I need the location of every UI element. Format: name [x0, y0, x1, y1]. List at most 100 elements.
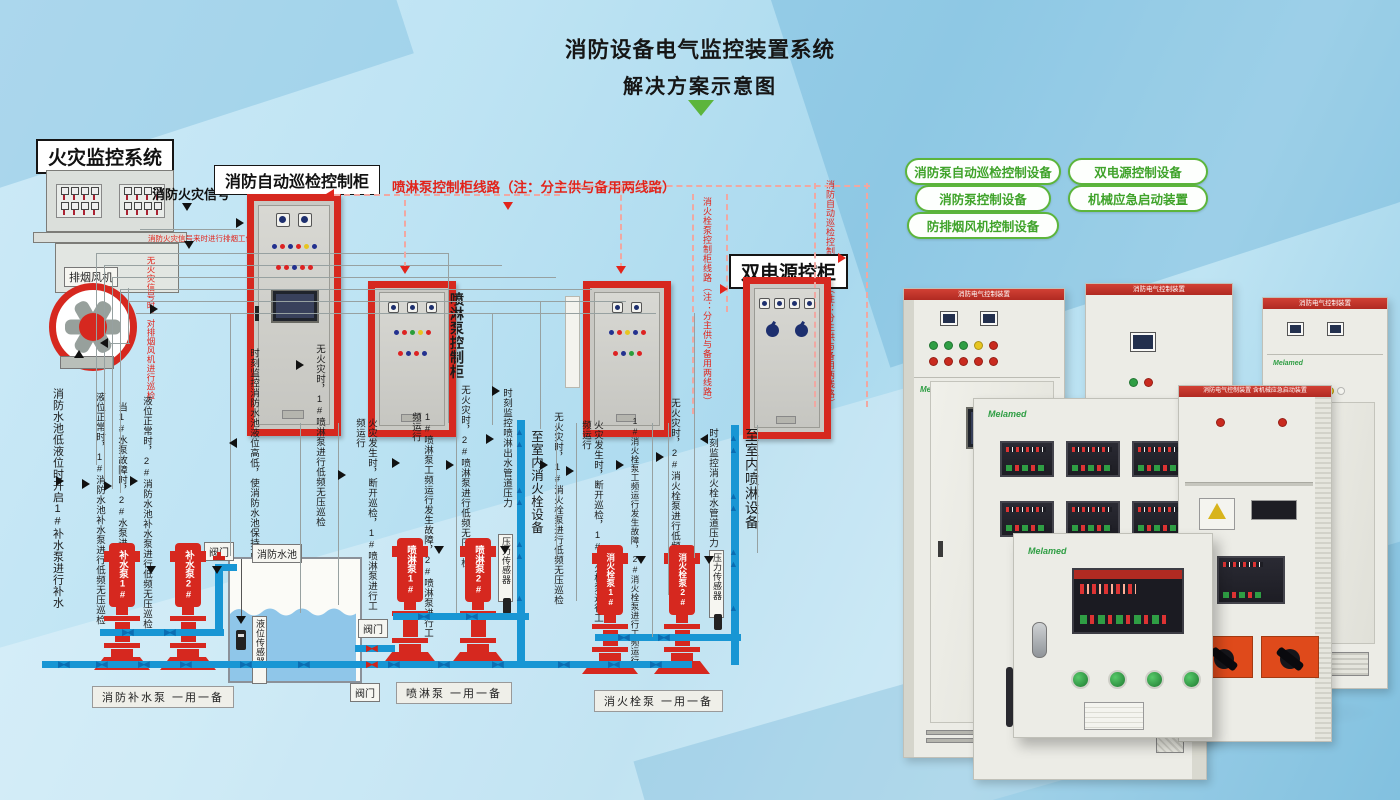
arrow-icon — [236, 218, 244, 228]
pressure-sensor-icon — [503, 598, 511, 614]
info-plate — [1251, 500, 1297, 520]
pipe-arrow-icon: ▲ — [729, 547, 738, 557]
control-line-dashed — [404, 200, 406, 268]
meter-module — [1066, 501, 1120, 537]
fire-signal-label: 消防火灾信号 — [152, 187, 231, 202]
ann-level-ok-1: 液位正常时，1#消防水池补水泵进行低频无压巡检 — [94, 392, 105, 625]
name-plate — [1084, 702, 1144, 730]
hydrant-pump-2: 消火栓泵2# — [654, 545, 710, 674]
connector-line — [757, 425, 758, 553]
spray-caption: 喷淋泵 一用一备 — [396, 682, 513, 704]
led-row — [254, 259, 334, 277]
green-button-icon — [1182, 670, 1201, 689]
arrow-icon — [636, 556, 646, 564]
cabinet-vent — [401, 414, 421, 422]
pipe-arrow-icon: ▲ — [515, 485, 524, 495]
arrow-icon — [150, 304, 158, 314]
hydrant-pump-cabinet — [583, 281, 671, 437]
makeup-pump-2: 补水泵2# — [160, 543, 216, 670]
brand-logo: Melamed — [988, 409, 1027, 419]
cabinet-screen — [940, 311, 958, 326]
red-arrow-icon — [503, 202, 513, 210]
connector-line — [338, 423, 339, 605]
ann-spray2-takeover: 1#喷淋泵工频运行发生故障，2#喷淋泵进行工频运行 — [410, 412, 433, 638]
makeup-pump-1: 补水泵1# — [94, 543, 150, 670]
connector-line — [112, 277, 113, 489]
pump-label: 消火栓泵2# — [677, 553, 688, 607]
ann-spray1-run: 火灾发生时，断开巡检，1#喷淋泵进行工频运行 — [354, 418, 377, 611]
green-button-icon — [1108, 670, 1127, 689]
arrow-icon — [700, 434, 708, 444]
ann-monitor-spray-pipe: 时刻监控喷淋出水管道压力 — [501, 388, 512, 508]
arrow-icon — [616, 460, 624, 470]
pipe-arrow-icon: ▲ — [729, 491, 738, 501]
pump-label: 消火栓泵1# — [605, 553, 616, 607]
led-row — [926, 337, 1001, 355]
cabinet-screen — [1327, 322, 1344, 336]
valve-icon: ▶◀ — [240, 659, 252, 669]
water-pipe — [595, 634, 741, 641]
led-row — [590, 324, 664, 342]
valve-icon: ▶◀ — [138, 659, 150, 669]
photo-cabinet-f: Melamed — [1013, 533, 1213, 738]
control-line-dashed — [620, 185, 622, 269]
pipe-arrow-icon: ▲ — [515, 551, 524, 561]
brand-logo: Melamed — [1028, 546, 1067, 556]
water-pipe — [215, 564, 223, 636]
connector-line — [120, 289, 592, 290]
control-line-dashed — [334, 194, 560, 196]
valve-icon: ▶◀ — [122, 627, 134, 637]
arrow-icon — [184, 241, 194, 249]
arrow-icon — [392, 458, 400, 468]
water-pipe — [731, 639, 739, 665]
led-row — [590, 345, 664, 363]
connector-line — [96, 253, 448, 254]
pipe-arrow-icon: ▲ — [515, 539, 524, 549]
water-pipe — [731, 425, 739, 641]
title-arrow-icon — [688, 100, 714, 116]
arrow-icon — [229, 438, 237, 448]
valve-icon: ▶◀ — [366, 659, 378, 669]
arrow-icon — [704, 556, 714, 564]
control-line-dashed — [866, 183, 868, 407]
arrow-icon — [236, 616, 246, 624]
connector-line — [668, 423, 669, 595]
cabinet-vent — [282, 410, 304, 419]
ann-hydrant1-patrol: 无火灾时，1#消火栓泵进行低频无压巡检 — [552, 412, 563, 605]
connector-line — [492, 313, 493, 425]
cabinet-screen — [1130, 332, 1156, 352]
red-arrow-icon — [326, 189, 334, 199]
ann-hydrant2-takeover: 1#消火栓泵工频运行发生故障，2#消火栓泵进行工频运行 — [630, 416, 640, 665]
cabinet-vent — [616, 414, 636, 422]
arrow-icon — [656, 452, 664, 462]
valve-label: 阀门 — [358, 619, 388, 638]
valve-icon: ▶◀ — [558, 659, 570, 669]
valve-icon: ▶◀ — [618, 632, 630, 642]
spray-pump-2: 喷淋泵2# — [450, 538, 506, 665]
cabinet-banner: 消防电气控制装置 — [1086, 284, 1232, 295]
control-line-dashed — [726, 194, 728, 312]
valve-icon: ▶◀ — [58, 659, 70, 669]
console-ledge — [33, 232, 187, 243]
led-row — [1126, 374, 1156, 392]
control-line-dashed — [692, 194, 694, 414]
level-sensor-label: 液位传感器 — [252, 616, 267, 684]
rotary-switch — [1261, 636, 1319, 678]
valve-icon: ▶◀ — [96, 659, 108, 669]
connector-line — [300, 423, 301, 613]
valve-icon: ▶◀ — [164, 627, 176, 637]
connector-line — [448, 253, 449, 423]
valve-icon: ▶◀ — [466, 611, 478, 621]
pipe-arrow-icon: ▲ — [729, 445, 738, 455]
pump-label: 喷淋泵2# — [473, 544, 484, 596]
connector-line — [112, 277, 556, 278]
red-arrow-icon — [838, 253, 846, 263]
led-row — [254, 238, 334, 256]
page-title-line1: 消防设备电气监控装置系统 — [564, 38, 835, 62]
meter-module — [1066, 441, 1120, 477]
pilot-light-icon — [1216, 418, 1225, 427]
control-line-dashed — [814, 183, 816, 407]
valve-icon: ▶◀ — [298, 659, 310, 669]
ann-hydrant1-run: 火灾发生时，断开巡检，1#消火栓泵进行工频运行 — [580, 420, 603, 623]
arrow-icon — [492, 386, 500, 396]
